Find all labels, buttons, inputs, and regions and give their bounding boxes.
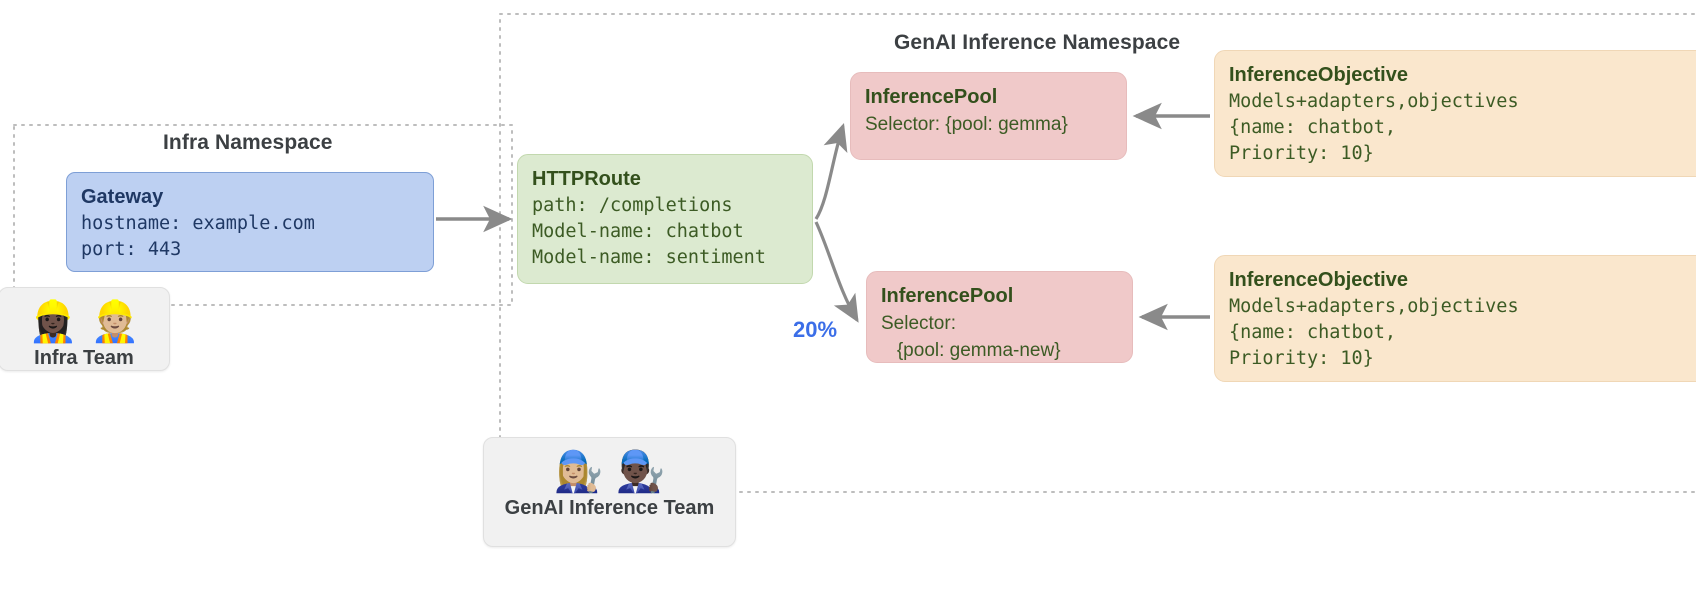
namespace-label-infra: Infra Namespace — [163, 131, 333, 154]
inferenceobjective-1-title: InferenceObjective — [1229, 64, 1408, 86]
edge-httproute-to-pool-gemma-new — [814, 221, 859, 323]
inferencepool-gemma-new-selector-value: {pool: gemma-new} — [881, 340, 1061, 361]
httproute-path: path: /completions — [532, 195, 733, 216]
inferencepool-gemma-new-selector: Selector: — [881, 313, 956, 334]
node-inferenceobjective-1[interactable]: InferenceObjective Models+adapters,objec… — [1214, 50, 1696, 177]
node-inferenceobjective-2[interactable]: InferenceObjective Models+adapters,objec… — [1214, 255, 1696, 382]
construction-worker-icon: 👷🏿‍♀️👷🏼 — [28, 299, 152, 345]
httproute-model-name-chatbot: Model-name: chatbot — [532, 221, 744, 242]
inferenceobjective-2-title: InferenceObjective — [1229, 269, 1408, 291]
team-card-genai-inference[interactable]: 👩🏼‍🔧👨🏿‍🔧 GenAI Inference Team — [483, 437, 736, 547]
edge-httproute-to-pool-gemma — [814, 122, 848, 220]
inferencepool-gemma-selector: Selector: {pool: gemma} — [865, 114, 1068, 135]
inferenceobjective-1-priority: Priority: 10} — [1229, 143, 1374, 164]
node-gateway[interactable]: Gateway hostname: example.com port: 443 — [66, 172, 434, 272]
httproute-title: HTTPRoute — [532, 168, 641, 190]
node-inferencepool-gemma[interactable]: InferencePool Selector: {pool: gemma} — [850, 72, 1127, 160]
node-httproute[interactable]: HTTPRoute path: /completions Model-name:… — [517, 154, 813, 284]
httproute-model-name-sentiment: Model-name: sentiment — [532, 247, 766, 268]
inferenceobjective-2-name: {name: chatbot, — [1229, 322, 1397, 343]
team-label-infra: Infra Team — [34, 347, 134, 369]
inferenceobjective-2-models: Models+adapters,objectives — [1229, 296, 1519, 317]
namespace-label-genai: GenAI Inference Namespace — [894, 31, 1181, 54]
mechanic-worker-icon: 👩🏼‍🔧👨🏿‍🔧 — [553, 449, 678, 495]
inferenceobjective-1-models: Models+adapters,objectives — [1229, 91, 1519, 112]
traffic-split-percent-label: 20% — [793, 317, 838, 342]
inferenceobjective-2-priority: Priority: 10} — [1229, 348, 1374, 369]
team-label-genai-inference: GenAI Inference Team — [504, 497, 715, 519]
node-inferencepool-gemma-new[interactable]: InferencePool Selector: {pool: gemma-new… — [866, 271, 1133, 363]
gateway-port: port: 443 — [81, 239, 182, 260]
inferencepool-gemma-new-title: InferencePool — [881, 285, 1014, 307]
gateway-title: Gateway — [81, 186, 164, 208]
inferencepool-gemma-title: InferencePool — [865, 86, 998, 108]
team-card-infra[interactable]: 👷🏿‍♀️👷🏼 Infra Team — [0, 287, 170, 371]
gateway-hostname: hostname: example.com — [81, 213, 315, 234]
inferenceobjective-1-name: {name: chatbot, — [1229, 117, 1397, 138]
